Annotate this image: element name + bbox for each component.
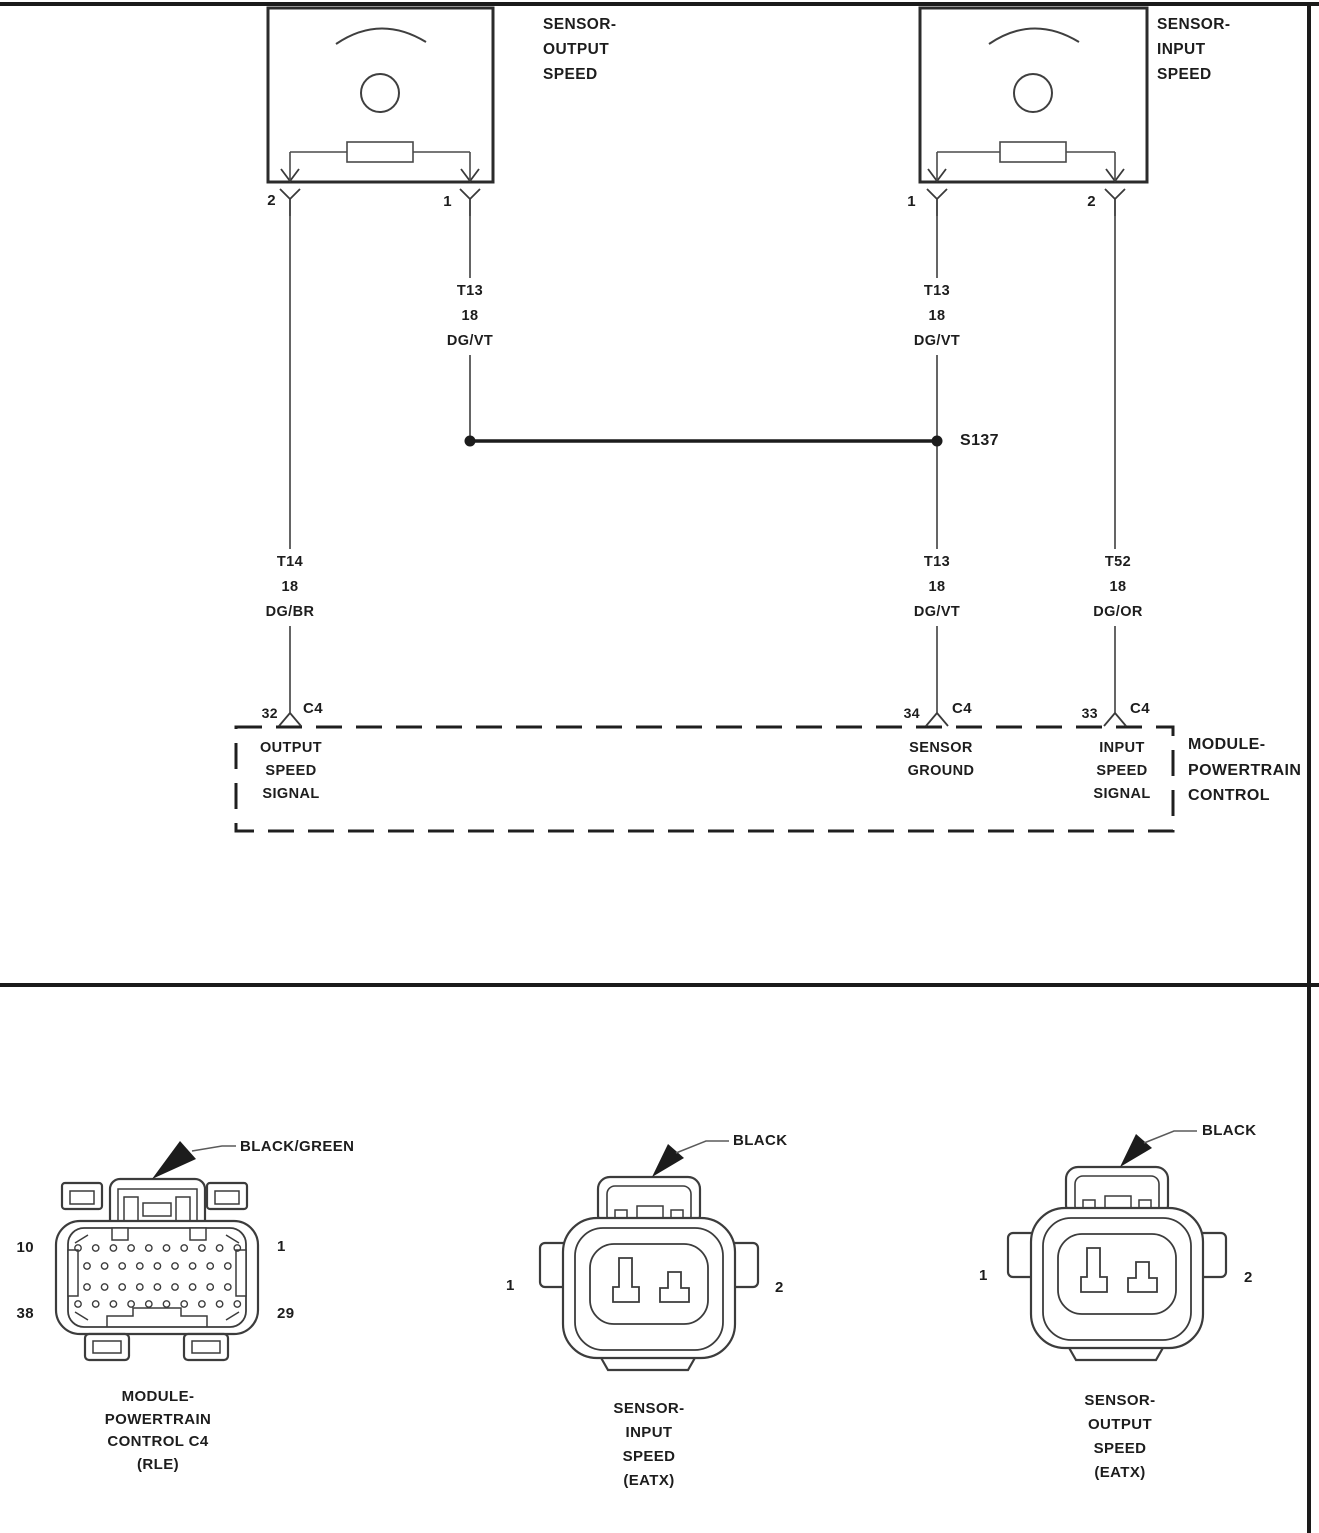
wire-label-t13-lower: T13 18 DG/VT (908, 549, 966, 626)
splice-dot (931, 435, 943, 447)
module-powertrain-control-label: MODULE- POWERTRAIN CONTROL (1188, 736, 1302, 804)
pin-cavity (144, 1244, 153, 1252)
sensor-input-pin-1: 1 (907, 193, 916, 210)
pin-cavity (197, 1300, 206, 1308)
terminal-slot (1127, 1261, 1158, 1293)
sensor-output-speed-label: SENSOR- OUTPUT SPEED (543, 16, 617, 83)
pin-cavity (206, 1283, 215, 1291)
pin-cavity (171, 1262, 179, 1270)
module-pin-34-connector: C4 (952, 700, 972, 717)
pin-cavity (100, 1262, 109, 1270)
sensor-output-conn-pin-2: 2 (1244, 1269, 1253, 1286)
sensor-input-connector-view (538, 1140, 760, 1372)
pin-cavity (188, 1283, 197, 1291)
pin-cavity (180, 1244, 189, 1252)
pcm-pin-10: 10 (16, 1239, 34, 1256)
terminal-slot (659, 1271, 690, 1303)
pcm-c4-connector-view (54, 1141, 260, 1362)
pin-cavity (215, 1244, 224, 1252)
pin-cavity (233, 1244, 242, 1252)
wire-label-t13-upper-right: T13 18 DG/VT (908, 278, 966, 355)
sensor-output-pin-2: 2 (267, 192, 276, 209)
pin-cavity (118, 1262, 127, 1270)
pin-cavity (233, 1300, 242, 1308)
pcm-pin-38: 38 (16, 1305, 34, 1322)
module-pin-32-connector: C4 (303, 700, 323, 717)
pin-cavity (127, 1244, 136, 1252)
sensor-output-pin-1: 1 (443, 193, 452, 210)
module-fn-input-speed-signal: INPUT SPEED SIGNAL (1093, 740, 1151, 802)
pcm-caption: MODULE- POWERTRAIN CONTROL C4 (RLE) (104, 1388, 212, 1473)
pin-cavity (171, 1283, 179, 1291)
pin-cavity (135, 1283, 144, 1291)
pin-cavity (91, 1300, 100, 1308)
sensor-input-conn-pin-2: 2 (775, 1279, 784, 1296)
pcm-pin-1: 1 (277, 1238, 286, 1255)
pin-cavity (100, 1283, 109, 1291)
pin-cavity (74, 1300, 82, 1308)
pin-cavity (188, 1262, 197, 1270)
terminal-slot (1080, 1247, 1108, 1293)
pin-cavity (144, 1300, 153, 1308)
pcm-wire-color-label: BLACK/GREEN (240, 1138, 355, 1155)
sensor-input-caption: SENSOR- INPUT SPEED (EATX) (613, 1400, 685, 1489)
sensor-output-connector-view (1006, 1130, 1228, 1362)
pin-cavity (74, 1244, 82, 1252)
sensor-output-conn-pin-1: 1 (979, 1267, 988, 1284)
sensor-output-wire-color-label: BLACK (1202, 1122, 1257, 1139)
splice-label: S137 (960, 432, 999, 449)
module-fn-sensor-ground: SENSOR GROUND (907, 740, 975, 779)
pin-cavity (215, 1300, 224, 1308)
wire-color-arrow-icon (1120, 1134, 1152, 1167)
splice-dot (464, 435, 476, 447)
module-pin-33-connector: C4 (1130, 700, 1150, 717)
terminal-slot (612, 1257, 640, 1303)
wire-label-t13-upper-left: T13 18 DG/VT (441, 278, 499, 355)
sensor-output-speed-symbol (266, 6, 495, 216)
sensor-input-speed-label: SENSOR- INPUT SPEED (1157, 16, 1231, 83)
pin-cavity (83, 1262, 91, 1270)
pin-cavity (118, 1283, 127, 1291)
sensor-input-speed-symbol (918, 6, 1149, 216)
wire-color-arrow-icon (152, 1141, 196, 1179)
splice-s137 (464, 435, 943, 447)
pin-fork-34 (925, 712, 949, 727)
wire-label-t14: T14 18 DG/BR (260, 549, 320, 626)
pcm-pin-grid (74, 1244, 242, 1308)
module-pin-33-number: 33 (1081, 705, 1098, 721)
module-pin-34-number: 34 (903, 705, 920, 721)
pcm-pin-29: 29 (277, 1305, 295, 1322)
pin-cavity (109, 1244, 118, 1252)
pin-fork-33 (1103, 712, 1127, 727)
pin-cavity (206, 1262, 215, 1270)
wire-label-t52: T52 18 DG/OR (1088, 549, 1148, 626)
module-pin-32-number: 32 (261, 705, 278, 721)
pin-cavity (223, 1283, 232, 1291)
pin-cavity (135, 1262, 144, 1270)
sensor-input-conn-pin-1: 1 (506, 1277, 515, 1294)
pin-cavity (197, 1244, 206, 1252)
module-fn-output-speed-signal: OUTPUT SPEED SIGNAL (259, 740, 323, 802)
pin-cavity (83, 1283, 91, 1291)
pin-cavity (162, 1244, 171, 1252)
sensor-input-pin-2: 2 (1087, 193, 1096, 210)
pin-cavity (109, 1300, 118, 1308)
pin-cavity (127, 1300, 136, 1308)
pin-cavity (91, 1244, 100, 1252)
module-powertrain-control-box (234, 712, 1175, 833)
sensor-input-wire-color-label: BLACK (733, 1132, 788, 1149)
pin-cavity (162, 1300, 171, 1308)
pin-cavity (153, 1262, 162, 1270)
wire-color-arrow-icon (652, 1144, 684, 1177)
circuit-wires (289, 216, 1116, 713)
pin-cavity (153, 1283, 162, 1291)
pin-cavity (180, 1300, 189, 1308)
pin-cavity (223, 1262, 232, 1270)
pin-fork-32 (278, 712, 302, 727)
sensor-output-caption: SENSOR- OUTPUT SPEED (EATX) (1084, 1392, 1156, 1481)
